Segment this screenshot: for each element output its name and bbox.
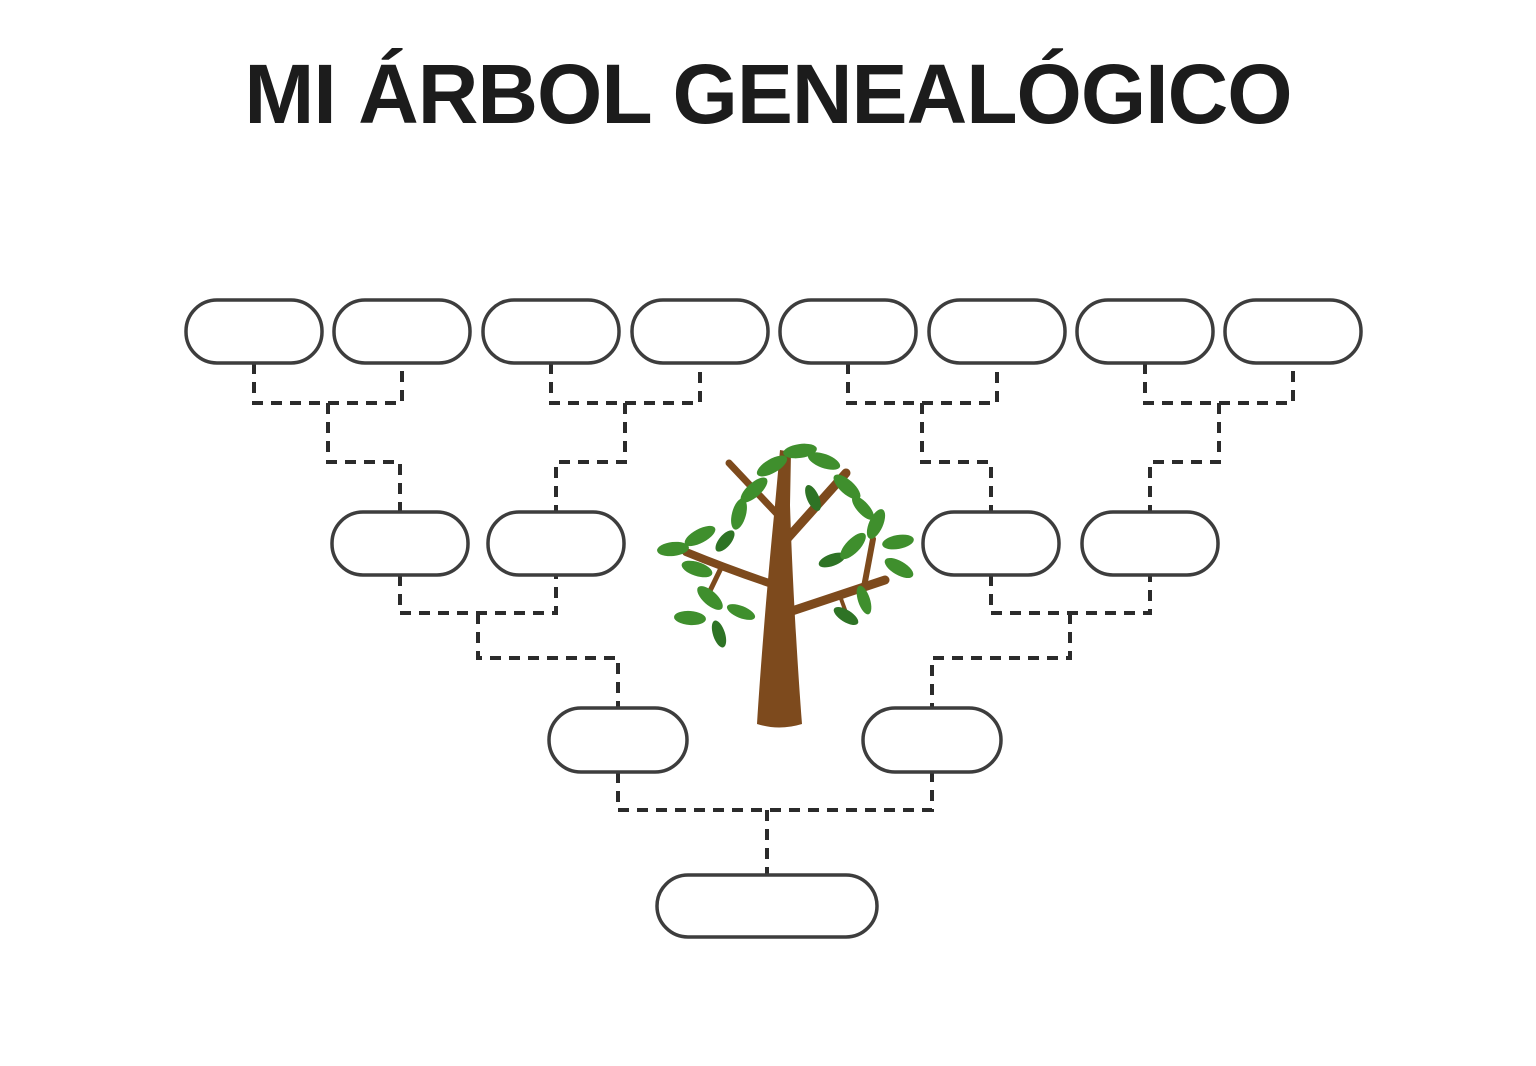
node-grandparent-2 [486, 510, 626, 577]
node-great-grandparent-4 [630, 298, 770, 365]
node-self-1 [655, 873, 879, 939]
node-great-grandparent-8 [1223, 298, 1363, 365]
node-parent-1 [547, 706, 689, 774]
connector-gp-pair1-bracket [398, 575, 558, 615]
node-grandparent-1 [330, 510, 470, 577]
node-great-grandparent-3 [481, 298, 621, 365]
connector-ggp-pair2-drop [554, 403, 627, 512]
connector-ggp-pair1-drop [326, 403, 402, 512]
connectors-layer [252, 363, 1295, 875]
node-great-grandparent-1 [184, 298, 324, 365]
connector-ggp-pair4-bracket [1143, 363, 1295, 405]
connector-gp-pair1-drop [476, 613, 620, 708]
tree-trunk [757, 450, 802, 728]
nodes-layer [184, 298, 1363, 939]
page-title: MI ÁRBOL GENEALÓGICO [244, 47, 1292, 141]
connector-gp-pair2-bracket [989, 575, 1152, 615]
node-great-grandparent-6 [927, 298, 1067, 365]
connector-gp-pair2-drop [930, 613, 1072, 708]
node-great-grandparent-2 [332, 298, 472, 365]
connector-ggp-pair3-drop [920, 403, 993, 512]
tree-illustration [657, 443, 914, 728]
node-great-grandparent-7 [1075, 298, 1215, 365]
connector-ggp-pair4-drop [1148, 403, 1221, 512]
connector-ggp-pair1-bracket [252, 363, 404, 405]
node-grandparent-4 [1080, 510, 1220, 577]
connector-ggp-pair3-bracket [846, 363, 999, 405]
tree-foliage [657, 443, 914, 648]
node-parent-2 [861, 706, 1003, 774]
node-great-grandparent-5 [778, 298, 918, 365]
connector-parents-bracket [616, 772, 934, 812]
connector-ggp-pair2-bracket [549, 363, 702, 405]
node-grandparent-3 [921, 510, 1061, 577]
